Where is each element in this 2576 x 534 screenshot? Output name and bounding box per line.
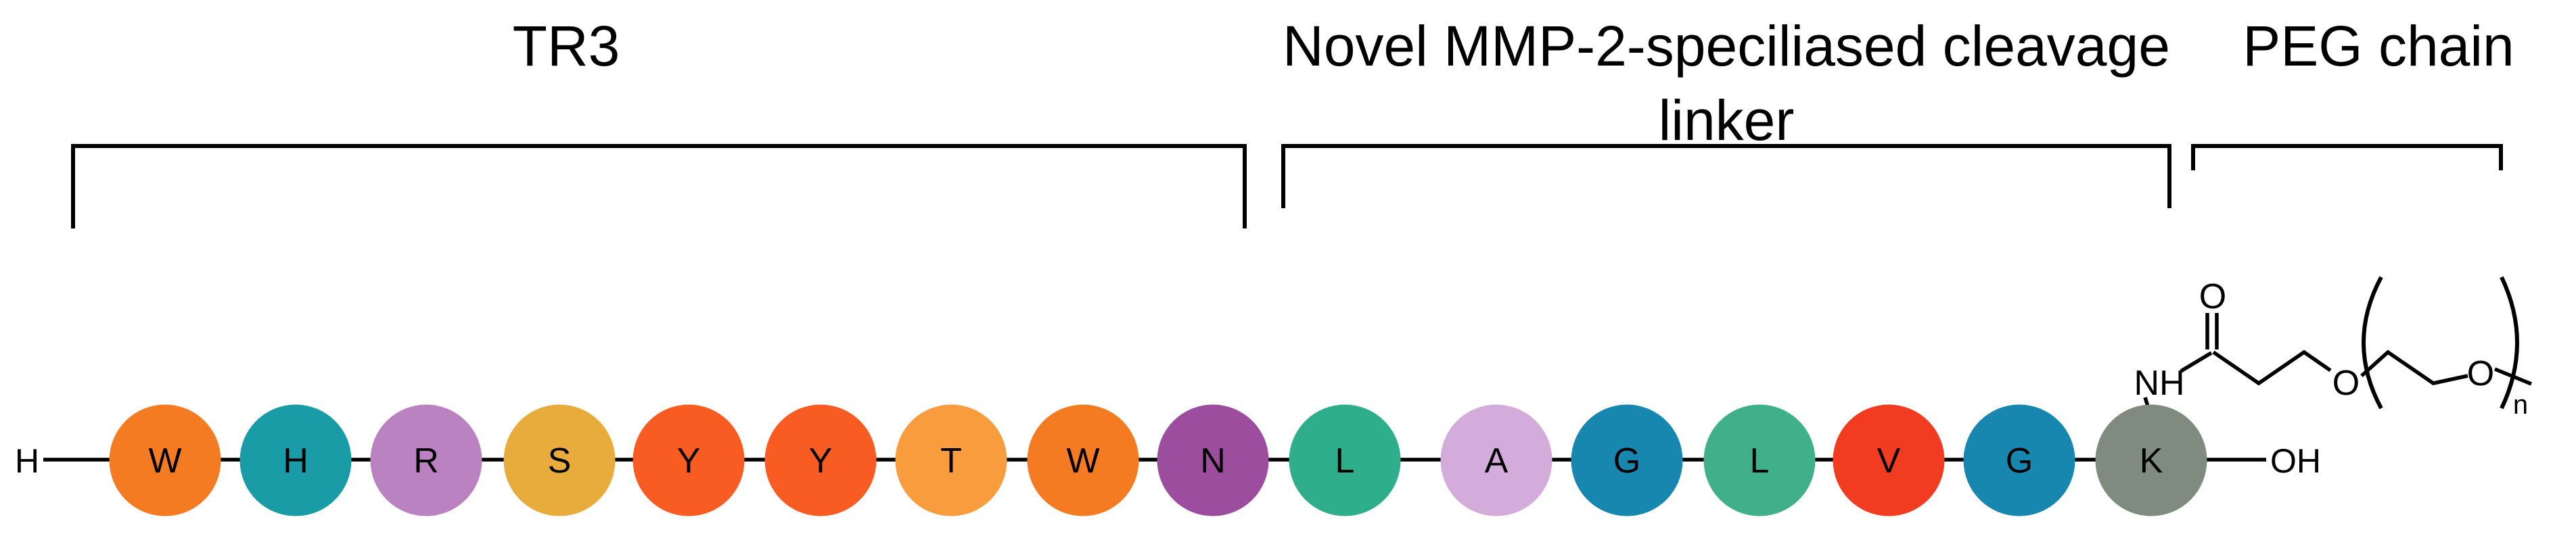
residue-circle — [764, 404, 877, 516]
peg-bracket — [2191, 144, 2503, 170]
residue-r3: R — [370, 404, 482, 516]
residue-letter: Y — [809, 441, 833, 481]
residue-k16: K — [2095, 404, 2207, 516]
residue-circle — [632, 404, 745, 516]
closing-paren — [2500, 276, 2519, 410]
residue-circle — [109, 404, 221, 516]
repeat-subscript-n: n — [2513, 390, 2528, 420]
residue-letter: L — [1750, 441, 1770, 481]
residue-circle — [2095, 404, 2207, 516]
residue-circle — [1157, 404, 1269, 516]
residue-s4: S — [503, 404, 616, 516]
ether-oxygen-label: O — [2332, 364, 2360, 403]
residue-circle — [503, 404, 616, 516]
residue-circle — [1027, 404, 1139, 516]
residue-letter: N — [1200, 441, 1226, 481]
residue-circle — [370, 404, 482, 516]
residue-circle — [895, 404, 1007, 516]
residue-h2: H — [239, 404, 352, 516]
residue-letter: G — [1613, 441, 1640, 481]
residue-letter: S — [548, 441, 572, 481]
residue-n9: N — [1157, 404, 1269, 516]
c-terminus-label: OH — [2270, 442, 2321, 480]
residue-circle — [1963, 404, 2075, 516]
residue-letter: V — [1877, 441, 1901, 481]
peg-label: PEG chain — [2242, 14, 2514, 78]
peg-structure-bonds — [2180, 276, 2533, 410]
residue-chain: W H R S Y Y T W — [109, 404, 2207, 516]
residue-y6: Y — [764, 404, 877, 516]
repeat-unit-bond — [2360, 349, 2468, 385]
residue-l13: L — [1703, 404, 1816, 516]
residue-circle — [1289, 404, 1401, 516]
residue-letter: R — [413, 441, 439, 481]
residue-letter: H — [283, 441, 308, 481]
residue-circle — [1440, 404, 1552, 516]
residue-circle — [239, 404, 352, 516]
residue-letter: W — [1066, 441, 1099, 481]
residue-t7: T — [895, 404, 1007, 516]
residue-y5: Y — [632, 404, 745, 516]
residue-l10: L — [1289, 404, 1401, 516]
residue-w1: W — [109, 404, 221, 516]
residue-w8: W — [1027, 404, 1139, 516]
residue-a11: A — [1440, 404, 1552, 516]
residue-v14: V — [1833, 404, 1945, 516]
residue-g15: G — [1963, 404, 2075, 516]
carbonyl-oxygen-label: O — [2199, 277, 2226, 316]
linker-bracket — [1281, 144, 2171, 208]
residue-letter: G — [2006, 441, 2033, 481]
residue-letter: T — [940, 441, 962, 481]
residue-letter: Y — [677, 441, 701, 481]
residue-letter: L — [1335, 441, 1355, 481]
tr3-bracket — [71, 144, 1247, 228]
propanoate-chain-bond — [2212, 349, 2332, 386]
n-terminus-label: H — [15, 442, 39, 480]
linker-label-line1: Novel MMP-2-speciliased cleavage — [1283, 14, 2170, 78]
residue-circle — [1703, 404, 1816, 516]
tr3-label: TR3 — [513, 14, 620, 78]
linker-label-line2: linker — [1659, 89, 1795, 152]
opening-paren — [2362, 276, 2383, 410]
residue-letter: W — [148, 441, 181, 481]
repeat-oxygen-label: O — [2467, 354, 2494, 393]
amide-nh-label: NH — [2134, 364, 2184, 403]
residue-letter: K — [2140, 441, 2163, 481]
residue-circle — [1833, 404, 1945, 516]
residue-g12: G — [1571, 404, 1683, 516]
residue-circle — [1571, 404, 1683, 516]
residue-letter: A — [1485, 441, 1509, 481]
nh-carbonyl-bond — [2180, 351, 2213, 373]
